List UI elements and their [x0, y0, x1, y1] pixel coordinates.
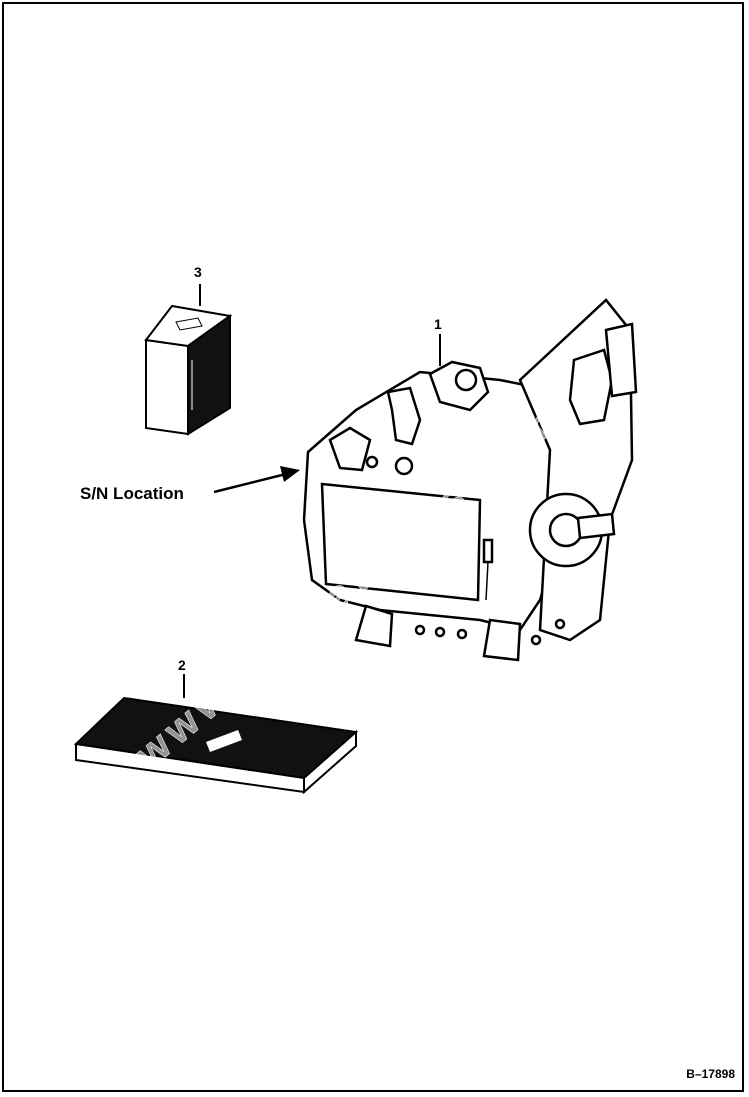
sn-location-arrow	[213, 466, 300, 494]
sn-location-label: S/N Location	[80, 484, 184, 503]
callout-1: 1	[434, 316, 442, 332]
callout-3: 3	[194, 264, 202, 280]
filter-box-illustration	[144, 284, 233, 436]
engine-illustration	[302, 298, 638, 662]
callout-2: 2	[178, 657, 186, 673]
manual-illustration	[73, 674, 359, 795]
figure-number: B–17898	[686, 1067, 735, 1081]
